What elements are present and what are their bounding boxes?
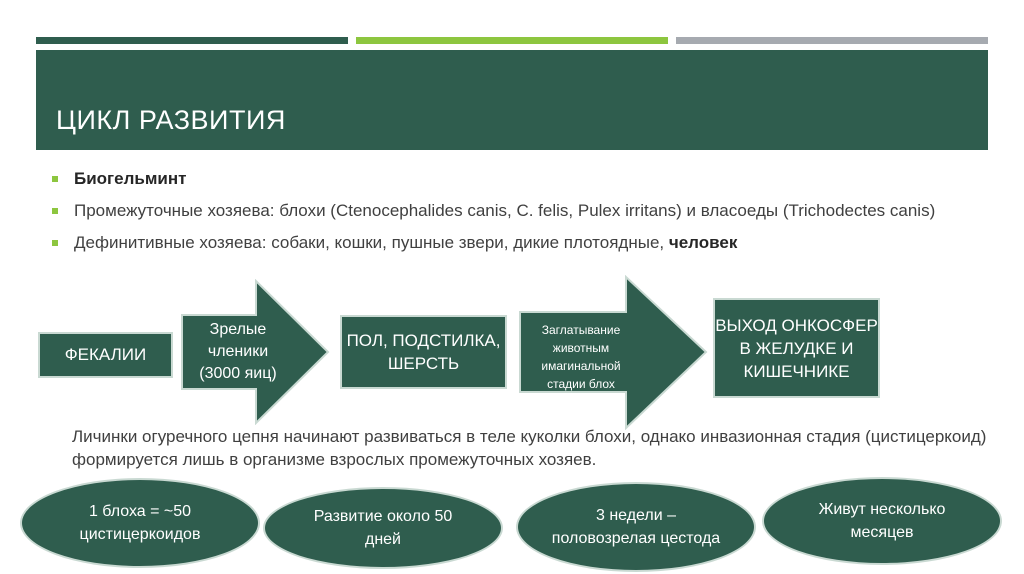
- flow-arrow-ingestion: Заглатывание животным имагинальной стади…: [518, 275, 708, 430]
- bullet-marker-icon: [52, 208, 58, 214]
- flow-arrow-label: Заглатывание животным имагинальной стади…: [541, 323, 621, 391]
- bullet-text: Промежуточные хозяева: блохи (Ctenocepha…: [74, 201, 936, 220]
- flow-box-label: ПОЛ, ПОДСТИЛКА, ШЕРСТЬ: [346, 331, 501, 373]
- bullet-text: Дефинитивные хозяева: собаки, кошки, пуш…: [74, 233, 669, 252]
- bullet-marker-icon: [52, 240, 58, 246]
- larva-paragraph: Личинки огуречного цепня начинают развив…: [72, 427, 987, 469]
- slide-header: ЦИКЛ РАЗВИТИЯ: [36, 50, 988, 150]
- bullet-bold-text: человек: [668, 233, 738, 252]
- flow-arrow-segments: Зрелые членики (3000 яиц): [180, 279, 330, 425]
- right-arrow-icon: [181, 279, 330, 425]
- bullet-item: Дефинитивные хозяева: собаки, кошки, пуш…: [52, 232, 952, 254]
- top-stripe-gray: [676, 37, 988, 44]
- top-stripe-dark: [36, 37, 348, 44]
- bullet-bold-text: Биогельминт: [74, 169, 187, 188]
- oval-fact-maturity: 3 недели – половозрелая цестода: [516, 482, 756, 572]
- flow-box-oncosphere: ВЫХОД ОНКОСФЕР В ЖЕЛУДКЕ И КИШЕЧНИКЕ: [713, 298, 880, 398]
- oval-label: Живут несколько месяцев: [818, 501, 946, 541]
- oval-label: 3 недели – половозрелая цестода: [551, 507, 721, 547]
- oval-fact-lifespan: Живут несколько месяцев: [762, 477, 1002, 565]
- flow-box-feces: ФЕКАЛИИ: [38, 332, 173, 378]
- flow-box-floor: ПОЛ, ПОДСТИЛКА, ШЕРСТЬ: [340, 315, 507, 389]
- top-stripe-green: [356, 37, 668, 44]
- oval-label: Развитие около 50 дней: [313, 508, 453, 548]
- flow-arrow-label: Зрелые членики (3000 яиц): [199, 321, 277, 382]
- bullet-marker-icon: [52, 176, 58, 182]
- bullet-item: Промежуточные хозяева: блохи (Ctenocepha…: [52, 200, 952, 222]
- oval-fact-development: Развитие около 50 дней: [263, 487, 503, 569]
- slide-title: ЦИКЛ РАЗВИТИЯ: [56, 105, 286, 135]
- flow-box-label: ВЫХОД ОНКОСФЕР В ЖЕЛУДКЕ И КИШЕЧНИКЕ: [715, 315, 878, 381]
- oval-fact-cysticercoids: 1 блоха = ~50 цистицеркоидов: [20, 478, 260, 568]
- bullet-item: Биогельминт: [52, 168, 952, 190]
- bullet-list: Биогельминт Промежуточные хозяева: блохи…: [52, 168, 952, 264]
- oval-label: 1 блоха = ~50 цистицеркоидов: [79, 503, 201, 543]
- flow-box-label: ФЕКАЛИИ: [64, 345, 147, 364]
- right-arrow-icon: [519, 275, 708, 430]
